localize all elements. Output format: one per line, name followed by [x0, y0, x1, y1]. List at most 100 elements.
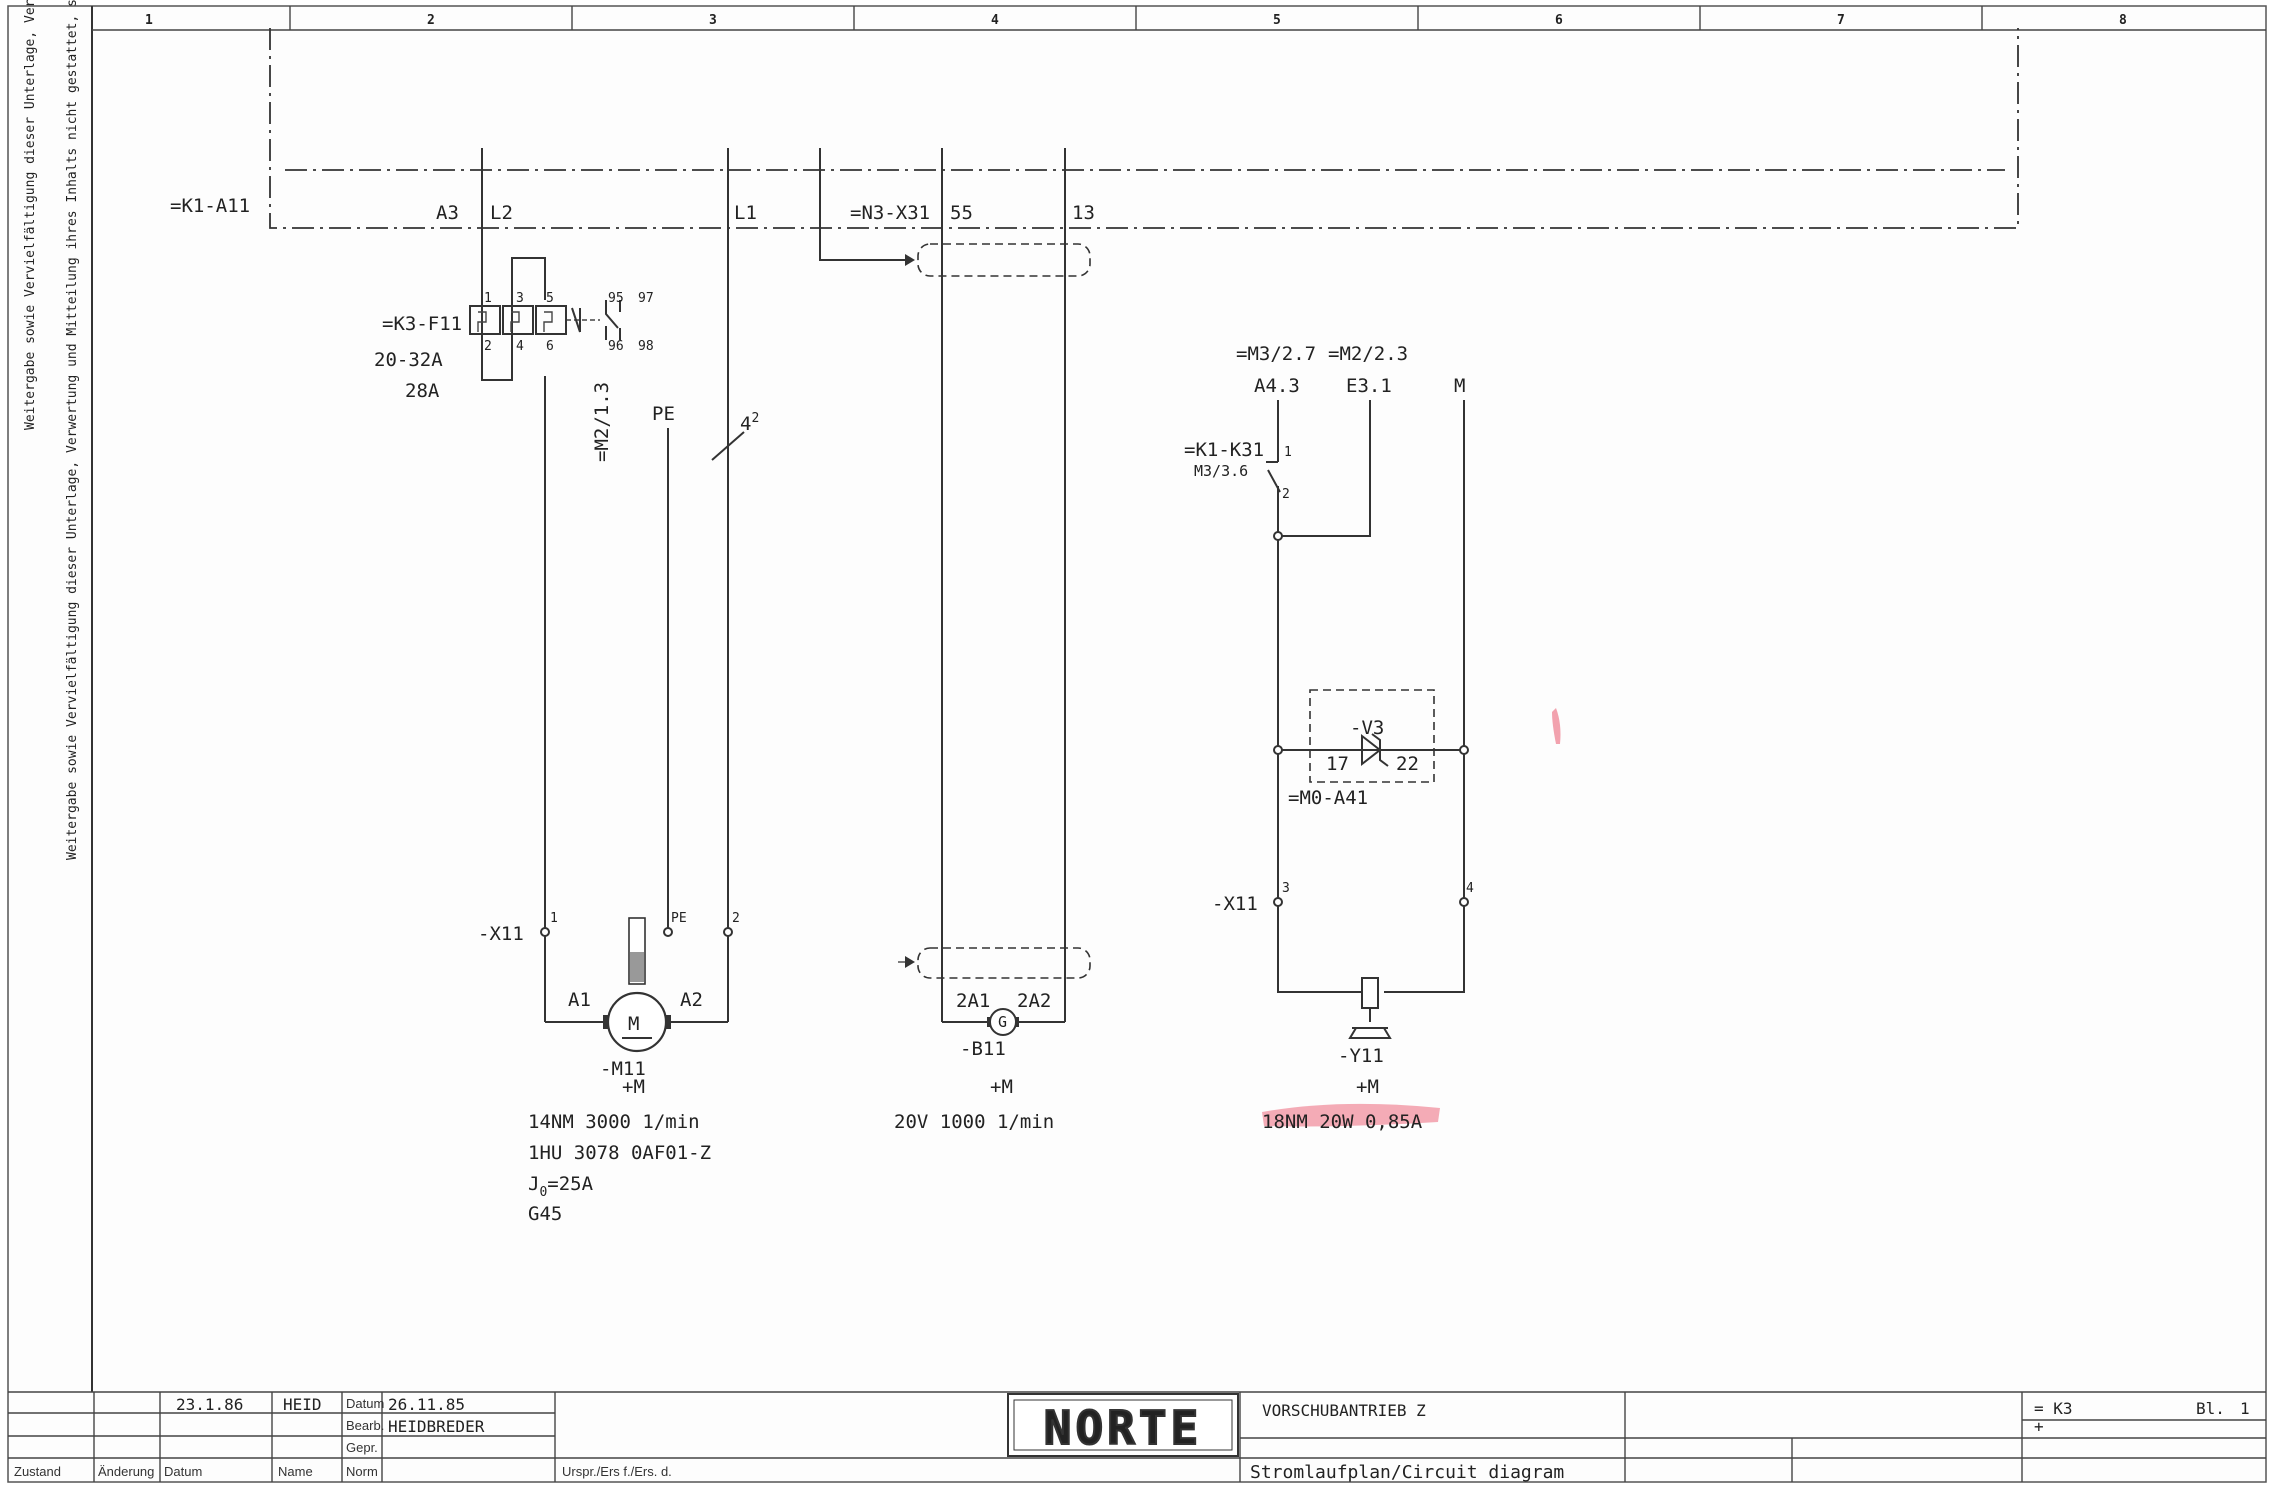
terminal-a3: A3	[436, 202, 459, 224]
tb-col-name: Name	[278, 1464, 313, 1479]
wire-count: 42	[740, 411, 759, 435]
breaker-pin-2: 2	[484, 339, 492, 354]
tb-doc-ref: = K3	[2034, 1399, 2073, 1418]
pe-label: PE	[652, 403, 675, 425]
breaker-pin-5: 5	[546, 291, 554, 306]
x11-terminal-2	[723, 927, 733, 937]
brake-junction-right	[1459, 745, 1469, 755]
breaker-aux-97: 97	[638, 291, 654, 306]
motor-spec-3-pre: J	[528, 1173, 539, 1195]
shield-lower	[917, 947, 1091, 979]
column-ticks	[289, 6, 1983, 30]
motor-ref: -M11	[600, 1058, 646, 1080]
brake-term-m: M	[1454, 375, 1465, 397]
breaker-range: 20-32A	[374, 349, 443, 371]
motor-circuit-wires	[481, 148, 745, 1023]
column-number-7: 7	[1837, 13, 1845, 28]
tacho-ref: -B11	[960, 1038, 1006, 1060]
earth-post	[628, 917, 646, 985]
brake-xref-2: =M2/2.3	[1328, 343, 1408, 365]
brake-contact-pin-2: 2	[1282, 487, 1290, 502]
column-number-5: 5	[1273, 13, 1281, 28]
tb-gepr-label: Gepr.	[346, 1440, 378, 1455]
diode-module-box	[1309, 689, 1435, 783]
brake-term-3: 3	[1282, 881, 1290, 896]
x11-terminal-1	[540, 927, 550, 937]
motor-location: +M	[622, 1076, 645, 1098]
motor-spec-3-sub: 0	[539, 1185, 547, 1200]
highlight-mark-stray	[1552, 708, 1561, 744]
norte-logo: NORTE	[1007, 1393, 1239, 1457]
x11-terminal-pe	[663, 927, 673, 937]
column-number-2: 2	[427, 13, 435, 28]
copyright-note-upper: Weitergabe sowie Vervielfältigung dieser…	[23, 0, 38, 430]
tacho-b11-symbol	[987, 1008, 1019, 1036]
terminal-55: 55	[950, 202, 973, 224]
tb-bearb-label: Bearb.	[346, 1418, 384, 1433]
tb-sheet-label: Bl.	[2196, 1399, 2225, 1418]
tacho-t1: 2A1	[956, 990, 990, 1012]
column-number-1: 1	[145, 13, 153, 28]
motor-spec-1: 14NM 3000 1/min	[528, 1111, 700, 1133]
motor-spec-3: J0=25A	[528, 1173, 594, 1200]
column-number-8: 8	[2119, 13, 2127, 28]
brake-circuit-wires	[1266, 400, 1465, 993]
wire-count-value: 4	[740, 413, 751, 435]
tb-loc-ref: +	[2034, 1417, 2044, 1436]
tb-change-date: 23.1.86	[176, 1395, 243, 1414]
column-number-3: 3	[709, 13, 717, 28]
tb-sheet-no: 1	[2240, 1399, 2250, 1418]
diode-ref: -V3	[1350, 717, 1384, 739]
motor-spec-3-post: =25A	[547, 1173, 593, 1195]
brake-term-e: E3.1	[1346, 375, 1392, 397]
brake-junction-left	[1273, 745, 1283, 755]
motor-m11-symbol	[603, 991, 671, 1053]
breaker-pin-1: 1	[484, 291, 492, 306]
tb-norm-label: Norm	[346, 1464, 378, 1479]
tb-title: VORSCHUBANTRIEB Z	[1262, 1401, 1426, 1420]
tb-datum-value: 26.11.85	[388, 1395, 465, 1414]
breaker-ref: =K3-F11	[382, 313, 462, 335]
motor-spec-2: 1HU 3078 0AF01-Z	[528, 1142, 711, 1164]
brake-x11-terminal-3	[1273, 897, 1283, 907]
wire-count-sup: 2	[751, 411, 759, 426]
motor-terminal-strip: -X11	[478, 923, 524, 945]
breaker-aux-95: 95	[608, 291, 624, 306]
tacho-t2: 2A2	[1017, 990, 1051, 1012]
column-number-6: 6	[1555, 13, 1563, 28]
brake-term-4: 4	[1466, 881, 1474, 896]
breaker-pin-4: 4	[516, 339, 524, 354]
breaker-cross-ref: =M2/1.3	[591, 382, 613, 462]
motor-term-pe: PE	[671, 911, 687, 926]
tb-datum-label: Datum	[346, 1396, 384, 1411]
brake-location: +M	[1356, 1076, 1379, 1098]
brake-spec: 18NM 20W 0,85A	[1262, 1111, 1423, 1133]
motor-spec-4: G45	[528, 1203, 562, 1225]
tb-origin: Urspr./Ers f./Ers. d.	[562, 1464, 672, 1479]
brake-terminal-strip: -X11	[1212, 893, 1258, 915]
motor-symbol-letter: M	[628, 1013, 639, 1035]
diode-location: =M0-A41	[1288, 787, 1368, 809]
brake-junction-upper	[1273, 531, 1283, 541]
breaker-pin-6: 6	[546, 339, 554, 354]
motor-term-2: 2	[732, 911, 740, 926]
terminal-l1: L1	[734, 202, 757, 224]
brake-contact-ref: =K1-K31	[1184, 439, 1264, 461]
assembly-box-k1-a11	[269, 28, 2019, 229]
terminal-l2: L2	[490, 202, 513, 224]
title-block	[8, 1391, 2266, 1482]
breaker-aux-96: 96	[608, 339, 624, 354]
breaker-pin-3: 3	[516, 291, 524, 306]
tb-subtitle: Stromlaufplan/Circuit diagram	[1250, 1462, 1564, 1483]
assembly-ref: =K1-A11	[170, 195, 250, 217]
brake-term-a: A4.3	[1254, 375, 1300, 397]
motor-a2: A2	[680, 989, 703, 1011]
tb-col-zustand: Zustand	[14, 1464, 61, 1479]
brake-x11-terminal-4	[1459, 897, 1469, 907]
brake-contact-pin-1: 1	[1284, 445, 1292, 460]
brake-contact-xref: M3/3.6	[1194, 462, 1248, 480]
diode-pin-a: 17	[1326, 753, 1349, 775]
breaker-aux-98: 98	[638, 339, 654, 354]
copyright-note-lower: Weitergabe sowie Vervielfältigung dieser…	[65, 0, 80, 860]
